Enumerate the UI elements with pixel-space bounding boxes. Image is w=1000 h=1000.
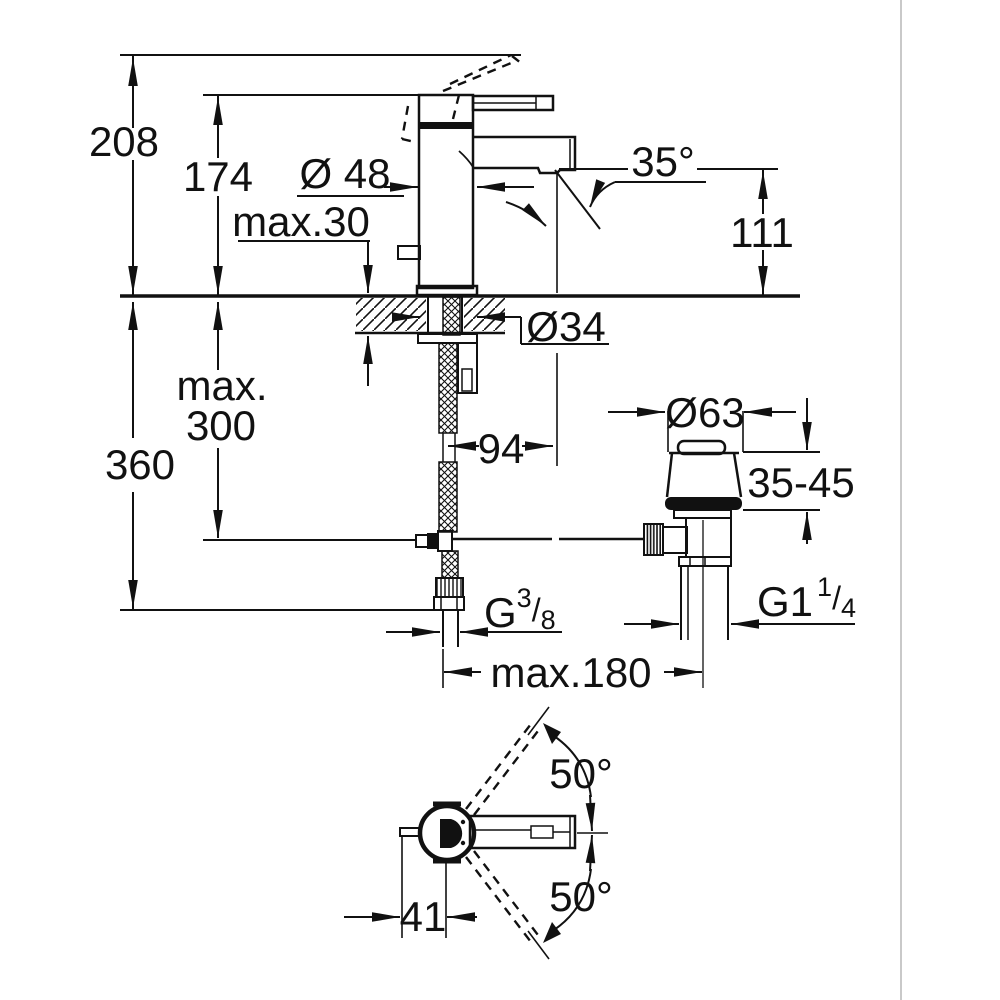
label-spout-reach: 94: [478, 425, 525, 472]
rod-fitting: [415, 534, 429, 548]
dimension-lines: [120, 54, 855, 688]
waste-gasket: [665, 497, 742, 510]
spout: [473, 135, 577, 175]
side-view-faucet: [120, 53, 800, 647]
waste-upper-band: [673, 509, 732, 519]
label-max-deck-thickness: max.30: [232, 198, 370, 245]
waste-flange-left: [665, 452, 674, 498]
spout-fillet: [458, 150, 474, 168]
label-body-diameter: Ø 48: [299, 150, 390, 197]
top-view: [344, 706, 608, 960]
rod-connector: [662, 526, 688, 554]
label-spout-top-height: 174: [183, 153, 253, 200]
temperature-tab: [397, 245, 421, 260]
faucet-body: [417, 93, 475, 290]
handle-top-view: [468, 814, 577, 850]
label-deck-hole-diameter: Ø34: [526, 303, 605, 350]
label-hose-to-waste: max.180: [490, 649, 651, 696]
swing-angle-dimension: [543, 723, 596, 943]
mounting-stud: [457, 342, 478, 394]
stream-angle-line: [554, 169, 601, 230]
label-waste-deck-range: 35-45: [747, 459, 854, 506]
lever-raised-dashed: [400, 53, 522, 144]
supply-hose-upper: [438, 342, 458, 434]
deck-hatch-left: [356, 298, 426, 331]
label-swing-lower: 50°: [549, 873, 613, 920]
label-total-height: 208: [89, 118, 159, 165]
waste-assembly: [643, 439, 743, 688]
body-joint-band: [419, 122, 473, 129]
offset-41-dimension: [344, 837, 477, 938]
label-supply-thread: G3/8: [484, 583, 556, 636]
dimension-labels: 208 174 Ø 48 max.30 35° 111 Ø34 max. 300…: [89, 118, 856, 940]
label-center-to-edge: 41: [400, 893, 447, 940]
pop-up-knob: [643, 523, 664, 556]
shank-hoses: [442, 296, 461, 336]
label-outlet-height: 111: [730, 209, 794, 256]
label-waste-flange-diameter: Ø63: [665, 389, 744, 436]
deck-hatch-right: [464, 298, 505, 331]
label-spout-angle: 35°: [631, 138, 695, 185]
spout-tab-top-view: [399, 827, 422, 837]
waste-flange-right: [732, 452, 743, 498]
supply-hose-lower: [438, 461, 458, 533]
label-hose-clearance-2: 300: [186, 402, 256, 449]
label-below-deck-height: 360: [105, 441, 175, 488]
waste-body: [685, 517, 732, 558]
label-swing-upper: 50°: [549, 750, 613, 797]
label-hose-clearance-1: max.: [176, 362, 267, 409]
hose-end-braid: [441, 550, 459, 579]
hose-ribbed-collar: [435, 577, 464, 598]
hose-hex-nut: [433, 596, 465, 611]
cartridge-top-view: [440, 819, 463, 848]
handle-swing-dashed: [465, 719, 542, 947]
